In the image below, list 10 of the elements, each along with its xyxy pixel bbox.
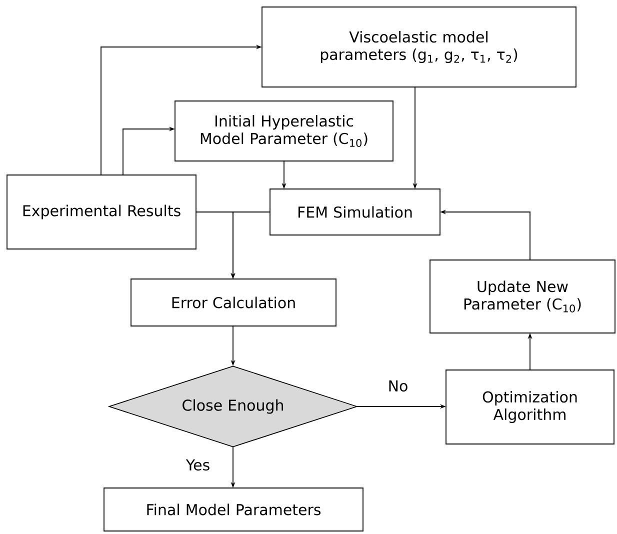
- process-box: Error Calculation: [130, 278, 336, 326]
- edge-label: No: [386, 379, 410, 393]
- process-box: Optimization Algorithm: [446, 370, 614, 444]
- process-box: Experimental Results: [6, 174, 196, 250]
- process-box: Viscoelastic model parameters (g$_{1}$, g$_{2}$, τ$_{1}$, τ$_{2}$): [262, 6, 576, 88]
- process-box: Initial Hyperelastic Model Parameter (C$_{10}$): [174, 100, 394, 162]
- process-box: Update New Parameter (C$_{10}$): [430, 260, 616, 334]
- edge-label: Yes: [184, 458, 212, 472]
- process-box: Final Model Parameters: [104, 488, 364, 532]
- process-box: FEM Simulation: [270, 188, 440, 236]
